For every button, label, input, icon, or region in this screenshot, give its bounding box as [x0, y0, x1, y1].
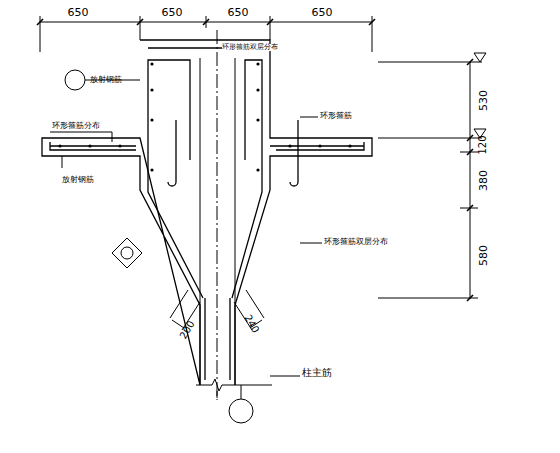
dimension-text: 120 — [478, 135, 488, 154]
leader-line — [300, 243, 322, 244]
dimension-text: 240 — [243, 313, 261, 335]
detail-mark — [112, 238, 142, 268]
dimension-text: 650 — [162, 7, 183, 18]
leader-line — [300, 117, 318, 118]
dimension-text: 200 — [179, 319, 197, 341]
dimension-text: 650 — [228, 7, 249, 18]
rebar-note: 环形箍筋 — [320, 112, 352, 120]
column-edge — [235, 58, 236, 385]
break-line — [196, 379, 272, 391]
dimension-text: 650 — [312, 7, 333, 18]
rebar-note: 环形箍筋双层分布 — [324, 238, 388, 246]
extension-line — [270, 16, 271, 40]
leader-line — [50, 132, 112, 142]
level-mark — [474, 53, 486, 62]
rebar-note: 环形箍筋双层分布 — [222, 44, 278, 51]
rebar-note: 放射钢筋 — [62, 176, 94, 184]
dimension-text: 580 — [478, 245, 489, 266]
column-edge — [200, 58, 201, 385]
rebar — [50, 145, 364, 146]
centre-line — [217, 30, 218, 400]
section-circle — [229, 399, 253, 423]
rebar — [148, 60, 203, 298]
rebar-note: 放射钢筋 — [90, 76, 122, 84]
dimension-text: 380 — [478, 170, 489, 191]
part-label: 柱主筋 — [302, 368, 332, 378]
dimension-line — [470, 62, 471, 298]
leader-line — [270, 376, 300, 377]
dimension-text: 650 — [68, 7, 89, 18]
column-main-bar — [205, 298, 230, 380]
rebar — [50, 142, 364, 150]
leader-line — [62, 156, 63, 168]
section-circle — [65, 70, 85, 90]
extension-line — [140, 16, 141, 40]
rebar-hook — [290, 120, 298, 186]
rebar — [232, 60, 262, 298]
rebar-hook — [168, 120, 176, 186]
dimension-text: 530 — [478, 90, 489, 111]
cap-outline — [42, 40, 372, 385]
rebar-note: 环形箍筋分布 — [52, 122, 100, 130]
